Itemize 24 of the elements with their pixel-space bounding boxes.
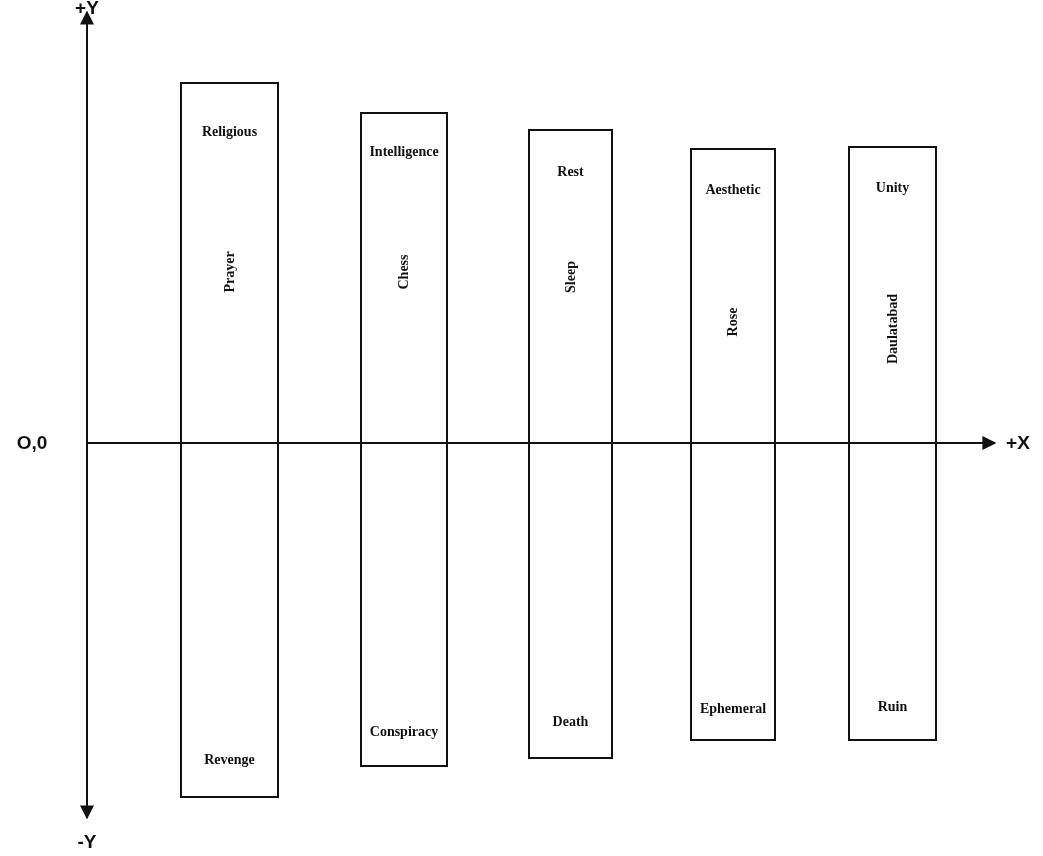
vertical-label: Daulatabad: [884, 294, 901, 364]
category-heading: Religious: [200, 124, 259, 140]
category-heading: Intelligence: [368, 144, 440, 160]
vertical-label: Rose: [725, 307, 741, 337]
bottom-label: Ruin: [876, 699, 909, 715]
axis-label: +Y: [75, 0, 99, 19]
bar-box: [360, 112, 448, 767]
axis-label: +X: [1006, 432, 1030, 454]
vertical-label: Prayer: [221, 251, 238, 293]
axis-label: -Y: [77, 831, 97, 853]
bottom-label: Ephemeral: [698, 701, 768, 717]
bar-box: [848, 146, 937, 741]
bottom-label: Revenge: [203, 752, 256, 768]
bar-box: [528, 129, 613, 759]
bar-box: [180, 82, 279, 798]
category-heading: Aesthetic: [704, 182, 762, 198]
category-heading: Unity: [874, 180, 911, 196]
origin-label: O,0: [16, 432, 48, 454]
bar-box: [690, 148, 776, 741]
bottom-label: Death: [551, 714, 590, 730]
vertical-label: Chess: [396, 254, 412, 290]
category-heading: Rest: [556, 164, 585, 180]
vertical-label: Sleep: [562, 261, 579, 293]
bottom-label: Conspiracy: [368, 724, 440, 740]
